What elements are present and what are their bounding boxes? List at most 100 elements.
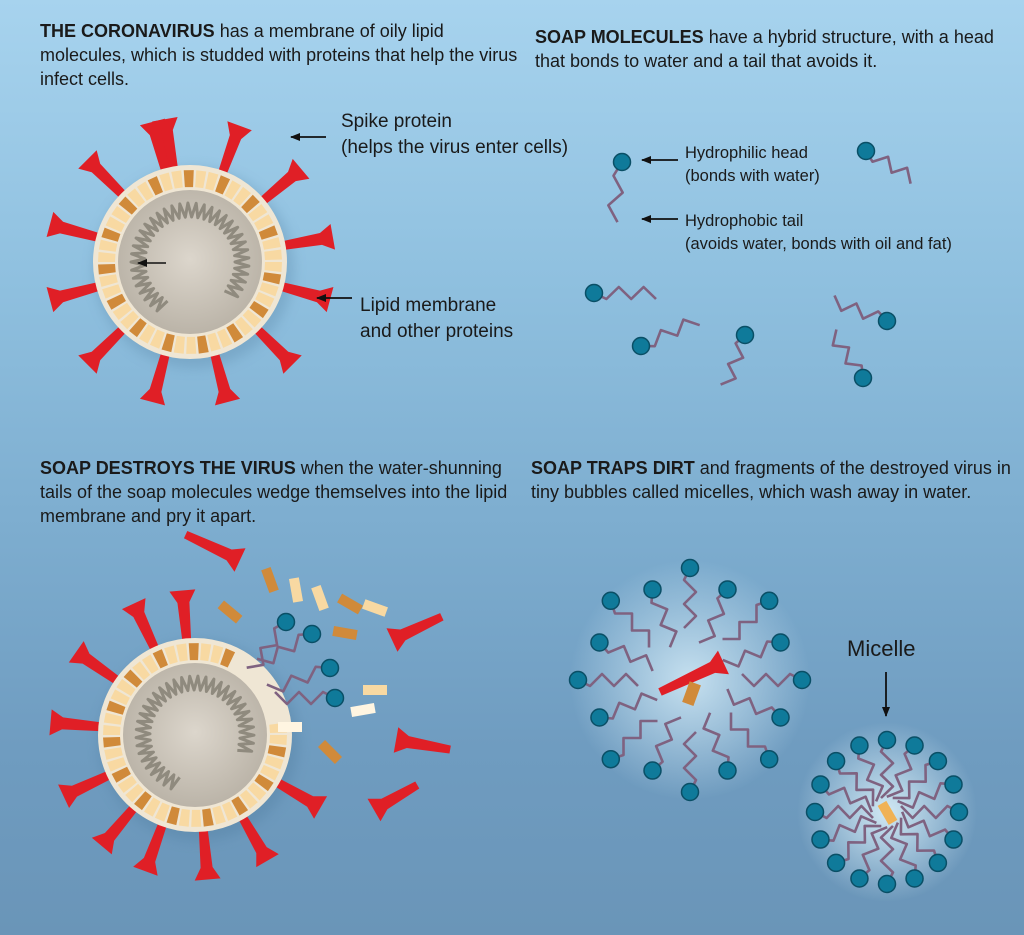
soap-tail xyxy=(702,712,730,771)
micelle-soap-molecule xyxy=(877,825,897,894)
soap-head xyxy=(759,591,779,611)
detached-spike xyxy=(183,531,246,572)
membrane-segment xyxy=(116,678,136,697)
soap-head xyxy=(759,749,779,769)
micelle-soap-molecule xyxy=(729,712,779,769)
membrane-segment xyxy=(255,291,275,308)
membrane-segment xyxy=(101,227,121,242)
membrane-segment xyxy=(107,757,127,772)
membrane-segment xyxy=(241,194,260,214)
soap-head xyxy=(325,688,345,708)
membrane-fragment xyxy=(311,585,329,611)
panel-soap-traps-body: and fragments of the destroyed virus in … xyxy=(531,458,1011,502)
membrane-segment xyxy=(147,176,163,196)
soap-head xyxy=(320,658,340,678)
membrane-segment xyxy=(111,205,131,224)
soap-tail xyxy=(722,599,770,641)
micelle-soap-molecule xyxy=(726,688,790,727)
membrane-segment xyxy=(195,170,207,189)
soap-head xyxy=(680,558,700,578)
detached-spike xyxy=(367,781,420,822)
membrane-segment xyxy=(111,766,131,783)
soap-head xyxy=(856,141,876,161)
membrane-segment xyxy=(154,802,170,822)
soap-tail xyxy=(274,690,336,706)
panel-soap-traps-text: SOAP TRAPS DIRT and fragments of the des… xyxy=(531,456,1021,504)
soap-tail xyxy=(831,329,865,379)
soap-head xyxy=(853,368,873,388)
soap-tail xyxy=(890,822,917,879)
membrane-segment xyxy=(125,783,144,803)
membrane-segment xyxy=(103,724,121,735)
membrane-segment xyxy=(120,310,139,330)
micelle-soap-molecule xyxy=(877,730,897,799)
membrane-segment xyxy=(217,328,233,348)
membrane-segment xyxy=(259,282,279,297)
membrane-segment xyxy=(210,644,224,664)
soap-head xyxy=(877,874,897,894)
soap-tail xyxy=(900,804,960,820)
micelle-soap-molecule xyxy=(805,802,874,822)
panel-soap-destroys-title: SOAP DESTROYS THE VIRUS xyxy=(40,458,296,478)
micelle-soap-molecule xyxy=(899,817,948,873)
lipid-membrane xyxy=(93,165,287,359)
soap-tail xyxy=(897,782,954,809)
soap-tail xyxy=(886,744,916,799)
soap-tail xyxy=(682,567,698,629)
soap-head xyxy=(928,751,948,771)
soap-head xyxy=(944,775,963,794)
rna-strand xyxy=(134,674,256,791)
micelle-soap-molecule xyxy=(811,815,877,849)
micelle-soap-molecule xyxy=(722,633,790,668)
soap-molecule xyxy=(607,152,632,223)
soap-tail xyxy=(864,150,912,184)
membrane-segment xyxy=(231,796,249,816)
spike-protein xyxy=(49,709,111,736)
soap-tail xyxy=(640,318,701,348)
soap-tail xyxy=(833,294,888,322)
soap-tail xyxy=(834,760,875,807)
micelle-soap-molecule xyxy=(892,751,948,800)
spike-protein xyxy=(169,589,196,651)
membrane-segment xyxy=(102,284,122,299)
rna-strand xyxy=(129,201,251,313)
membrane-segment xyxy=(152,649,168,669)
membrane-segment xyxy=(106,700,126,715)
membrane-segment xyxy=(205,171,219,191)
soap-head xyxy=(811,830,830,849)
soap-tail xyxy=(741,672,803,688)
spike-protein xyxy=(121,598,163,660)
membrane-segment xyxy=(106,293,126,310)
soap-molecule xyxy=(833,294,897,331)
micelle-soap-molecule xyxy=(897,775,963,809)
soap-tail xyxy=(246,620,287,669)
spike-protein xyxy=(247,319,302,374)
micelle-soap-molecule xyxy=(702,712,737,780)
intact-virus xyxy=(46,116,336,406)
soap-head xyxy=(944,830,963,849)
soap-tail xyxy=(722,640,781,668)
membrane-fragment xyxy=(337,593,363,615)
membrane-segment xyxy=(248,203,268,222)
soap-molecule xyxy=(720,325,755,386)
membrane-segment xyxy=(260,764,280,781)
panel-soap-traps-title: SOAP TRAPS DIRT xyxy=(531,458,695,478)
membrane-segment xyxy=(118,196,138,215)
membrane-segment xyxy=(161,333,175,353)
spike-protein xyxy=(273,224,336,252)
spike-protein xyxy=(68,641,128,690)
soap-head xyxy=(590,633,609,652)
panel-soap-destroys-body: when the water-shunning tails of the soa… xyxy=(40,458,508,526)
spike-protein xyxy=(215,121,252,184)
soap-head xyxy=(850,869,869,888)
soap-head xyxy=(718,580,737,599)
soap-tail xyxy=(879,825,895,885)
soap-head xyxy=(643,580,662,599)
membrane-segment xyxy=(117,775,137,794)
membrane-fragment xyxy=(362,599,388,617)
membrane-segment xyxy=(222,801,238,821)
panel-soap-molecules-body: have a hybrid structure, with a head tha… xyxy=(535,27,994,71)
micelle-soap-molecule xyxy=(741,670,812,690)
soap-tail xyxy=(593,285,657,301)
soap-tail xyxy=(726,688,782,719)
